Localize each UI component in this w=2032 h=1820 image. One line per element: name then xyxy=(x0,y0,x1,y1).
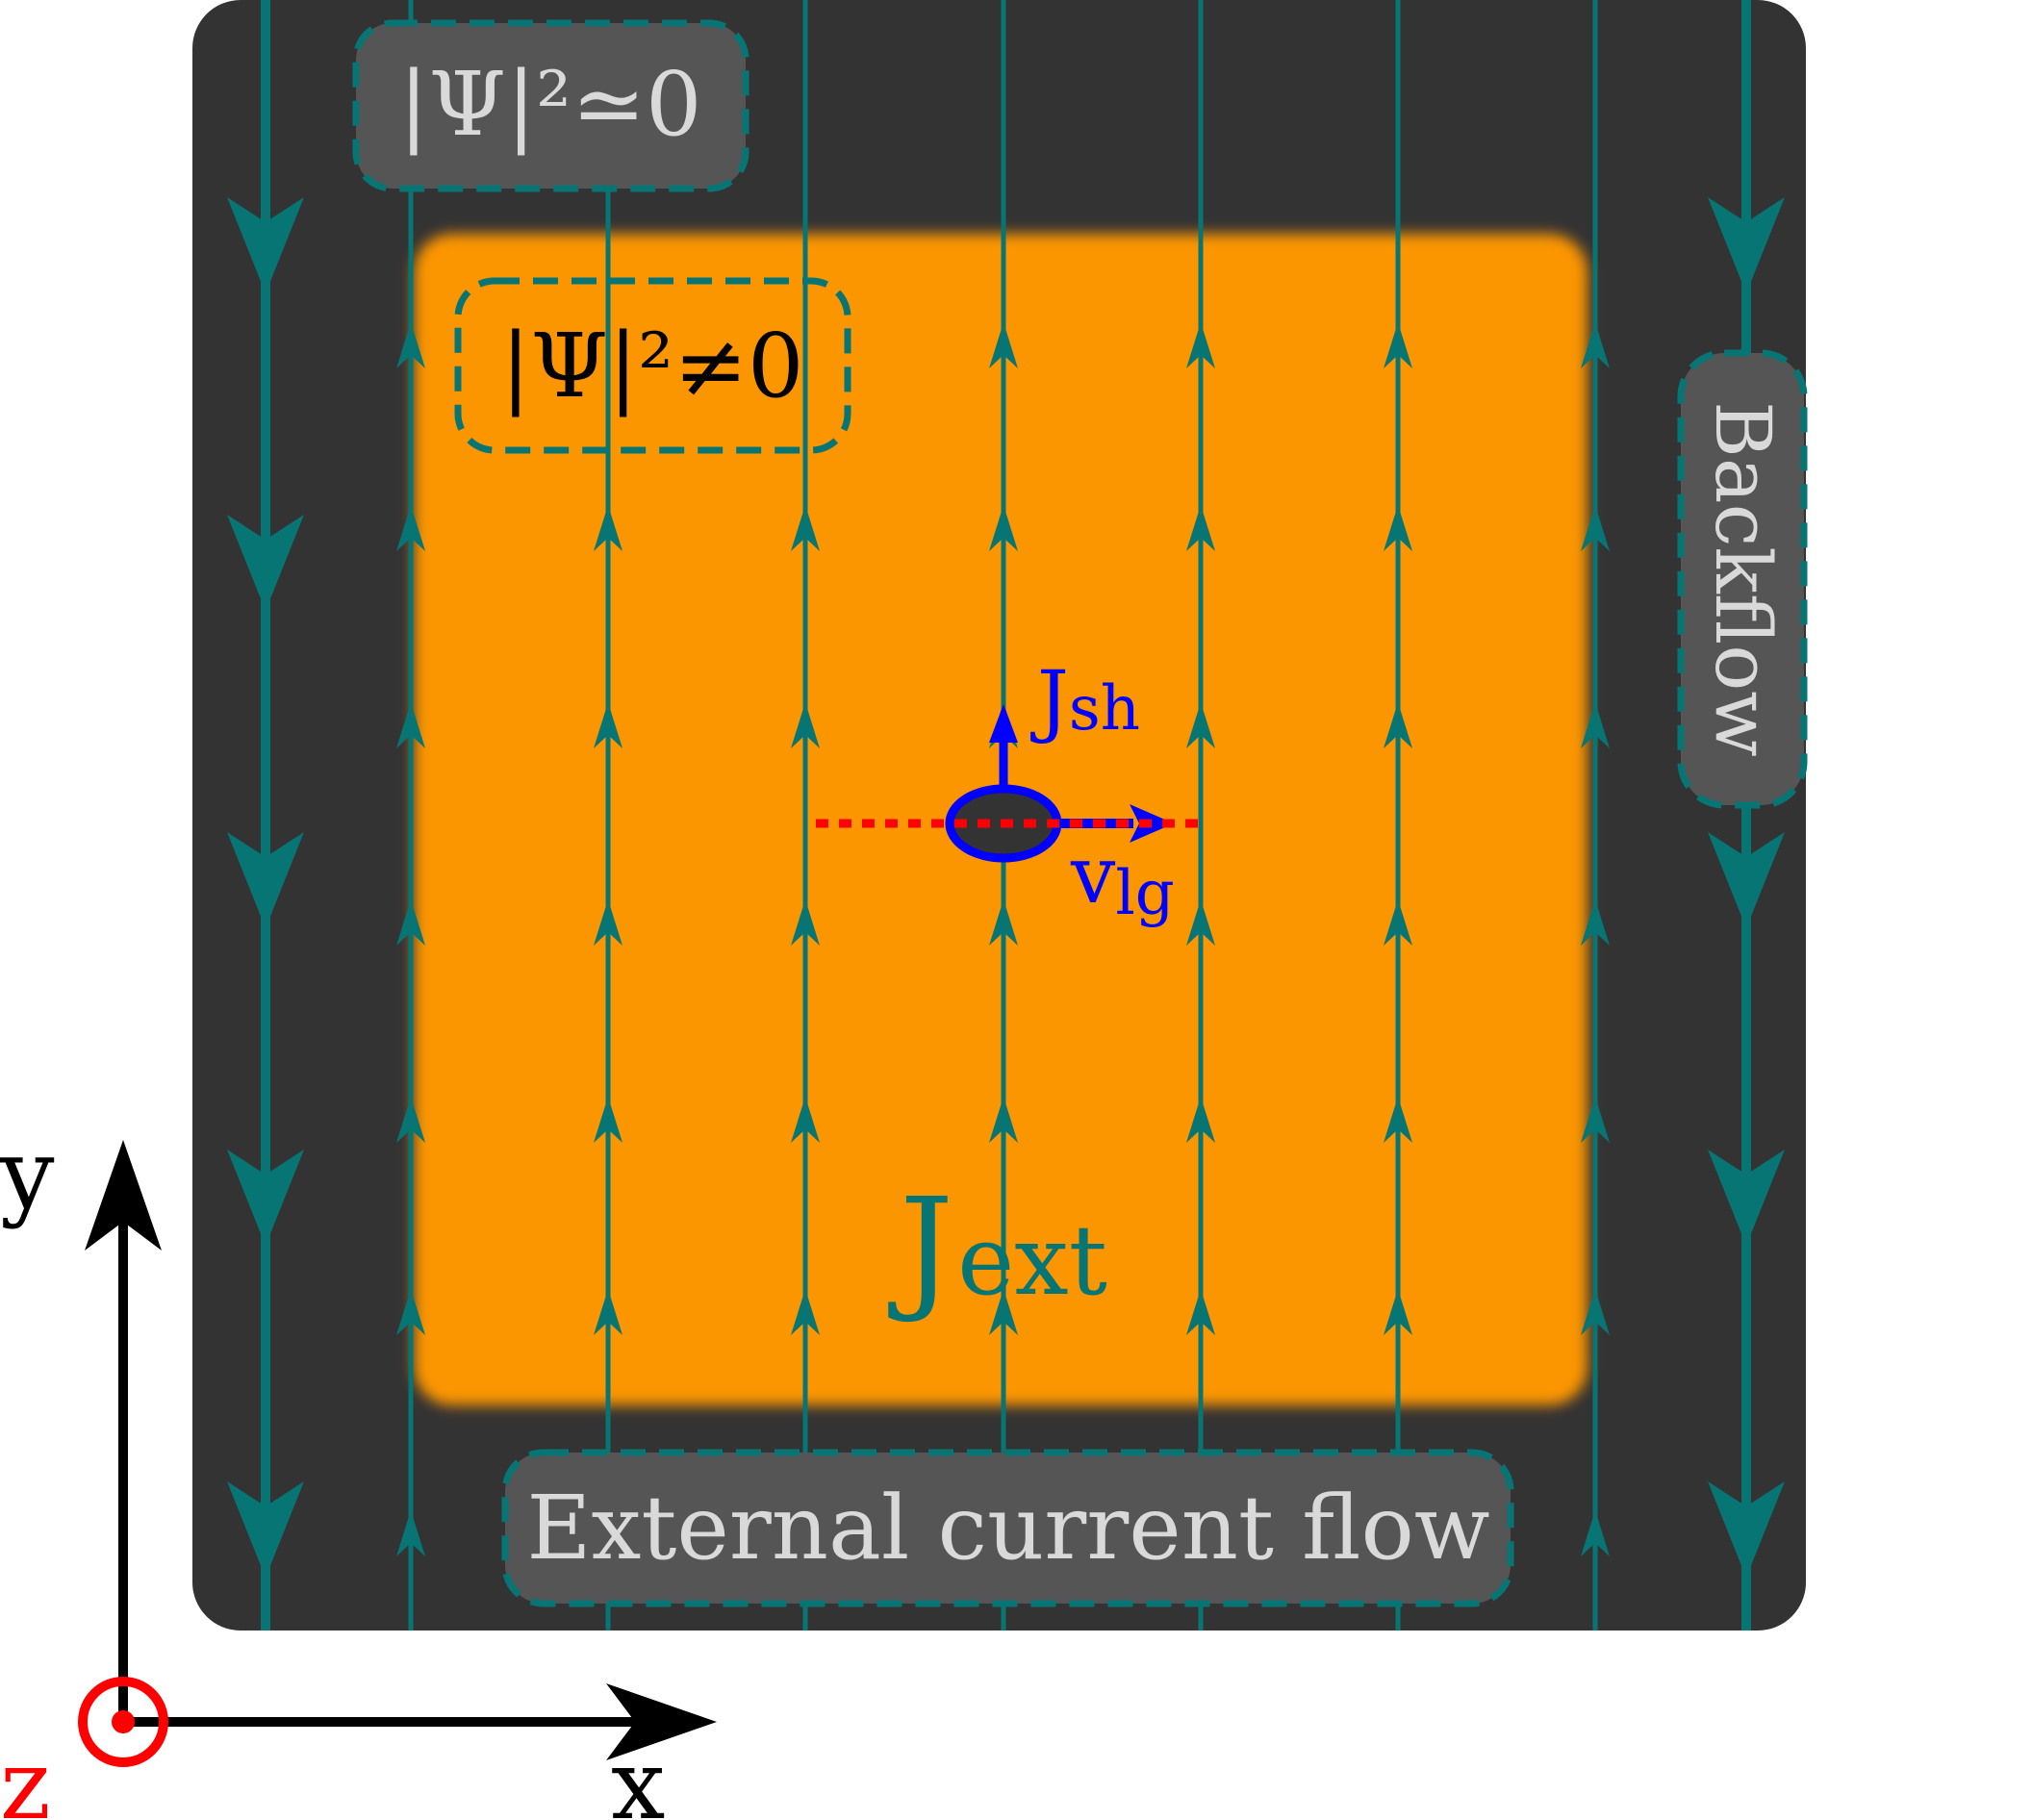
psi-nonzero-label-box: |Ψ|²≠0 xyxy=(454,277,851,454)
arrow-up-icon xyxy=(1186,702,1215,748)
arrow-up-icon xyxy=(989,322,1018,368)
arrow-up-icon xyxy=(396,899,425,946)
psi-nonzero-box-frame xyxy=(454,277,851,454)
psi-zero-text: |Ψ|²≃0 xyxy=(398,53,701,156)
arrow-up-icon xyxy=(791,1289,820,1335)
j-sh-label: Jsh xyxy=(1030,655,1140,746)
arrow-up-icon xyxy=(1581,702,1610,748)
current-flow-lines xyxy=(227,0,1785,1630)
psi-nonzero-text: |Ψ|²≠0 xyxy=(500,315,803,417)
arrow-up-icon xyxy=(791,1097,820,1143)
arrow-up-icon xyxy=(1384,322,1412,368)
arrow-up-icon xyxy=(396,1097,425,1143)
arrow-up-icon xyxy=(1581,1097,1610,1143)
z-axis-circle-icon xyxy=(78,1677,168,1767)
j-sh-sub: sh xyxy=(1069,673,1140,745)
psi-zero-box-frame xyxy=(352,19,749,192)
arrow-up-icon xyxy=(791,899,820,946)
backflow-box-frame xyxy=(1677,349,1808,809)
arrow-up-icon xyxy=(1186,505,1215,551)
backflow-text: Backflow xyxy=(1698,401,1788,757)
arrow-up-icon xyxy=(1581,322,1610,368)
arrow-up-icon xyxy=(396,322,425,368)
arrow-up-icon xyxy=(1186,899,1215,946)
arrow-down-icon xyxy=(227,832,304,928)
z-axis-label: z xyxy=(0,1729,51,1820)
arrow-up-icon xyxy=(989,899,1018,946)
arrow-up-icon xyxy=(1186,1097,1215,1143)
arrow-up-icon xyxy=(1581,505,1610,551)
j-ext-label: Jext xyxy=(888,1170,1107,1327)
arrow-up-icon xyxy=(396,1289,425,1335)
v-lg-label: vlg xyxy=(1070,830,1175,929)
arrow-down-icon xyxy=(1708,197,1785,293)
j-ext-main: J xyxy=(888,1170,953,1327)
arrow-up-icon xyxy=(1581,899,1610,946)
z-axis-dot-icon xyxy=(112,1710,135,1733)
arrow-down-icon xyxy=(227,197,304,293)
arrow-up-icon xyxy=(791,505,820,551)
arrow-up-icon xyxy=(1384,899,1412,946)
y-axis-arrowhead xyxy=(85,1140,162,1251)
arrow-up-icon xyxy=(594,505,622,551)
x-axis-label: x xyxy=(611,1729,665,1820)
arrow-up-icon xyxy=(1384,702,1412,748)
arrow-up-icon xyxy=(1186,1289,1215,1335)
arrow-up-icon xyxy=(1384,1097,1412,1143)
external-flow-box-frame xyxy=(501,1449,1514,1607)
arrow-up-icon xyxy=(1581,1510,1610,1556)
arrow-up-icon xyxy=(396,702,425,748)
arrow-up-icon xyxy=(989,1289,1018,1335)
external-flow-label-box: External current flow xyxy=(501,1449,1514,1607)
arrow-up-icon xyxy=(791,702,820,748)
arrow-down-icon xyxy=(227,1481,304,1578)
arrow-down-icon xyxy=(1708,1481,1785,1578)
arrow-up-icon xyxy=(1384,1289,1412,1335)
j-sh-vector-head xyxy=(989,704,1018,743)
arrow-up-icon xyxy=(594,702,622,748)
external-flow-text: External current flow xyxy=(526,1477,1489,1580)
vortex-group xyxy=(816,704,1198,863)
arrow-down-icon xyxy=(227,515,304,611)
arrow-down-icon xyxy=(227,1150,304,1246)
arrow-down-icon xyxy=(1708,1150,1785,1246)
arrow-up-icon xyxy=(1186,322,1215,368)
y-axis-label: y xyxy=(0,1118,55,1230)
arrow-up-icon xyxy=(1581,1289,1610,1335)
arrow-up-icon xyxy=(1384,505,1412,551)
arrow-up-icon xyxy=(594,899,622,946)
arrow-up-icon xyxy=(594,1289,622,1335)
v-lg-sub: lg xyxy=(1115,858,1174,929)
j-ext-sub: ext xyxy=(957,1204,1107,1317)
arrow-down-icon xyxy=(1708,832,1785,928)
arrow-up-icon xyxy=(594,1097,622,1143)
arrow-up-icon xyxy=(989,1097,1018,1143)
x-axis-arrowhead xyxy=(606,1683,717,1760)
j-sh-main: J xyxy=(1030,655,1069,746)
backflow-label-box: Backflow xyxy=(1677,349,1808,809)
v-lg-main: v xyxy=(1070,830,1116,922)
psi-zero-label-box: |Ψ|²≃0 xyxy=(352,19,749,192)
coordinate-axes: y x z xyxy=(0,1118,717,1820)
arrow-up-icon xyxy=(396,1510,425,1556)
arrow-up-icon xyxy=(989,505,1018,551)
arrow-up-icon xyxy=(396,505,425,551)
